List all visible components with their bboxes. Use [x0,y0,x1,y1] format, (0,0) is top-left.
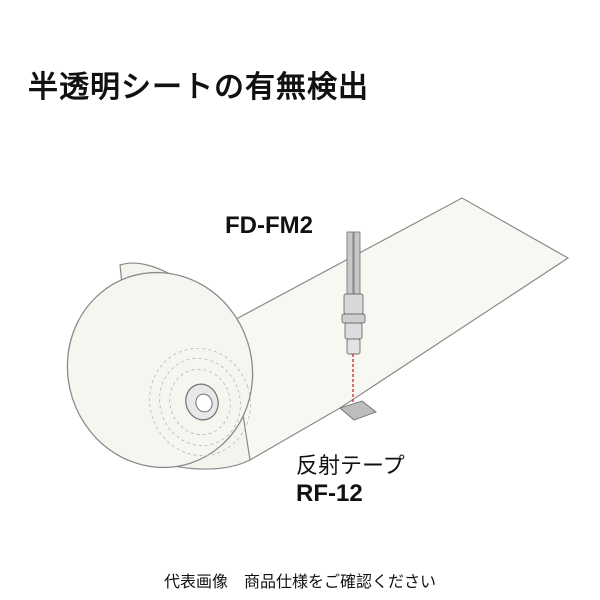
page-title: 半透明シートの有無検出 [28,70,369,105]
reflective-tape-model: RF-12 [296,480,363,507]
roll-layer-rings [149,347,251,457]
roll-core-hole [195,393,213,413]
sensor-model-label: FD-FM2 [225,212,313,239]
representative-image-note: 代表画像 商品仕様をご確認ください [163,572,436,591]
fiber-sensor-head [341,231,366,355]
reflective-tape [339,400,377,421]
reflective-tape-label: 反射テープ [296,454,405,479]
